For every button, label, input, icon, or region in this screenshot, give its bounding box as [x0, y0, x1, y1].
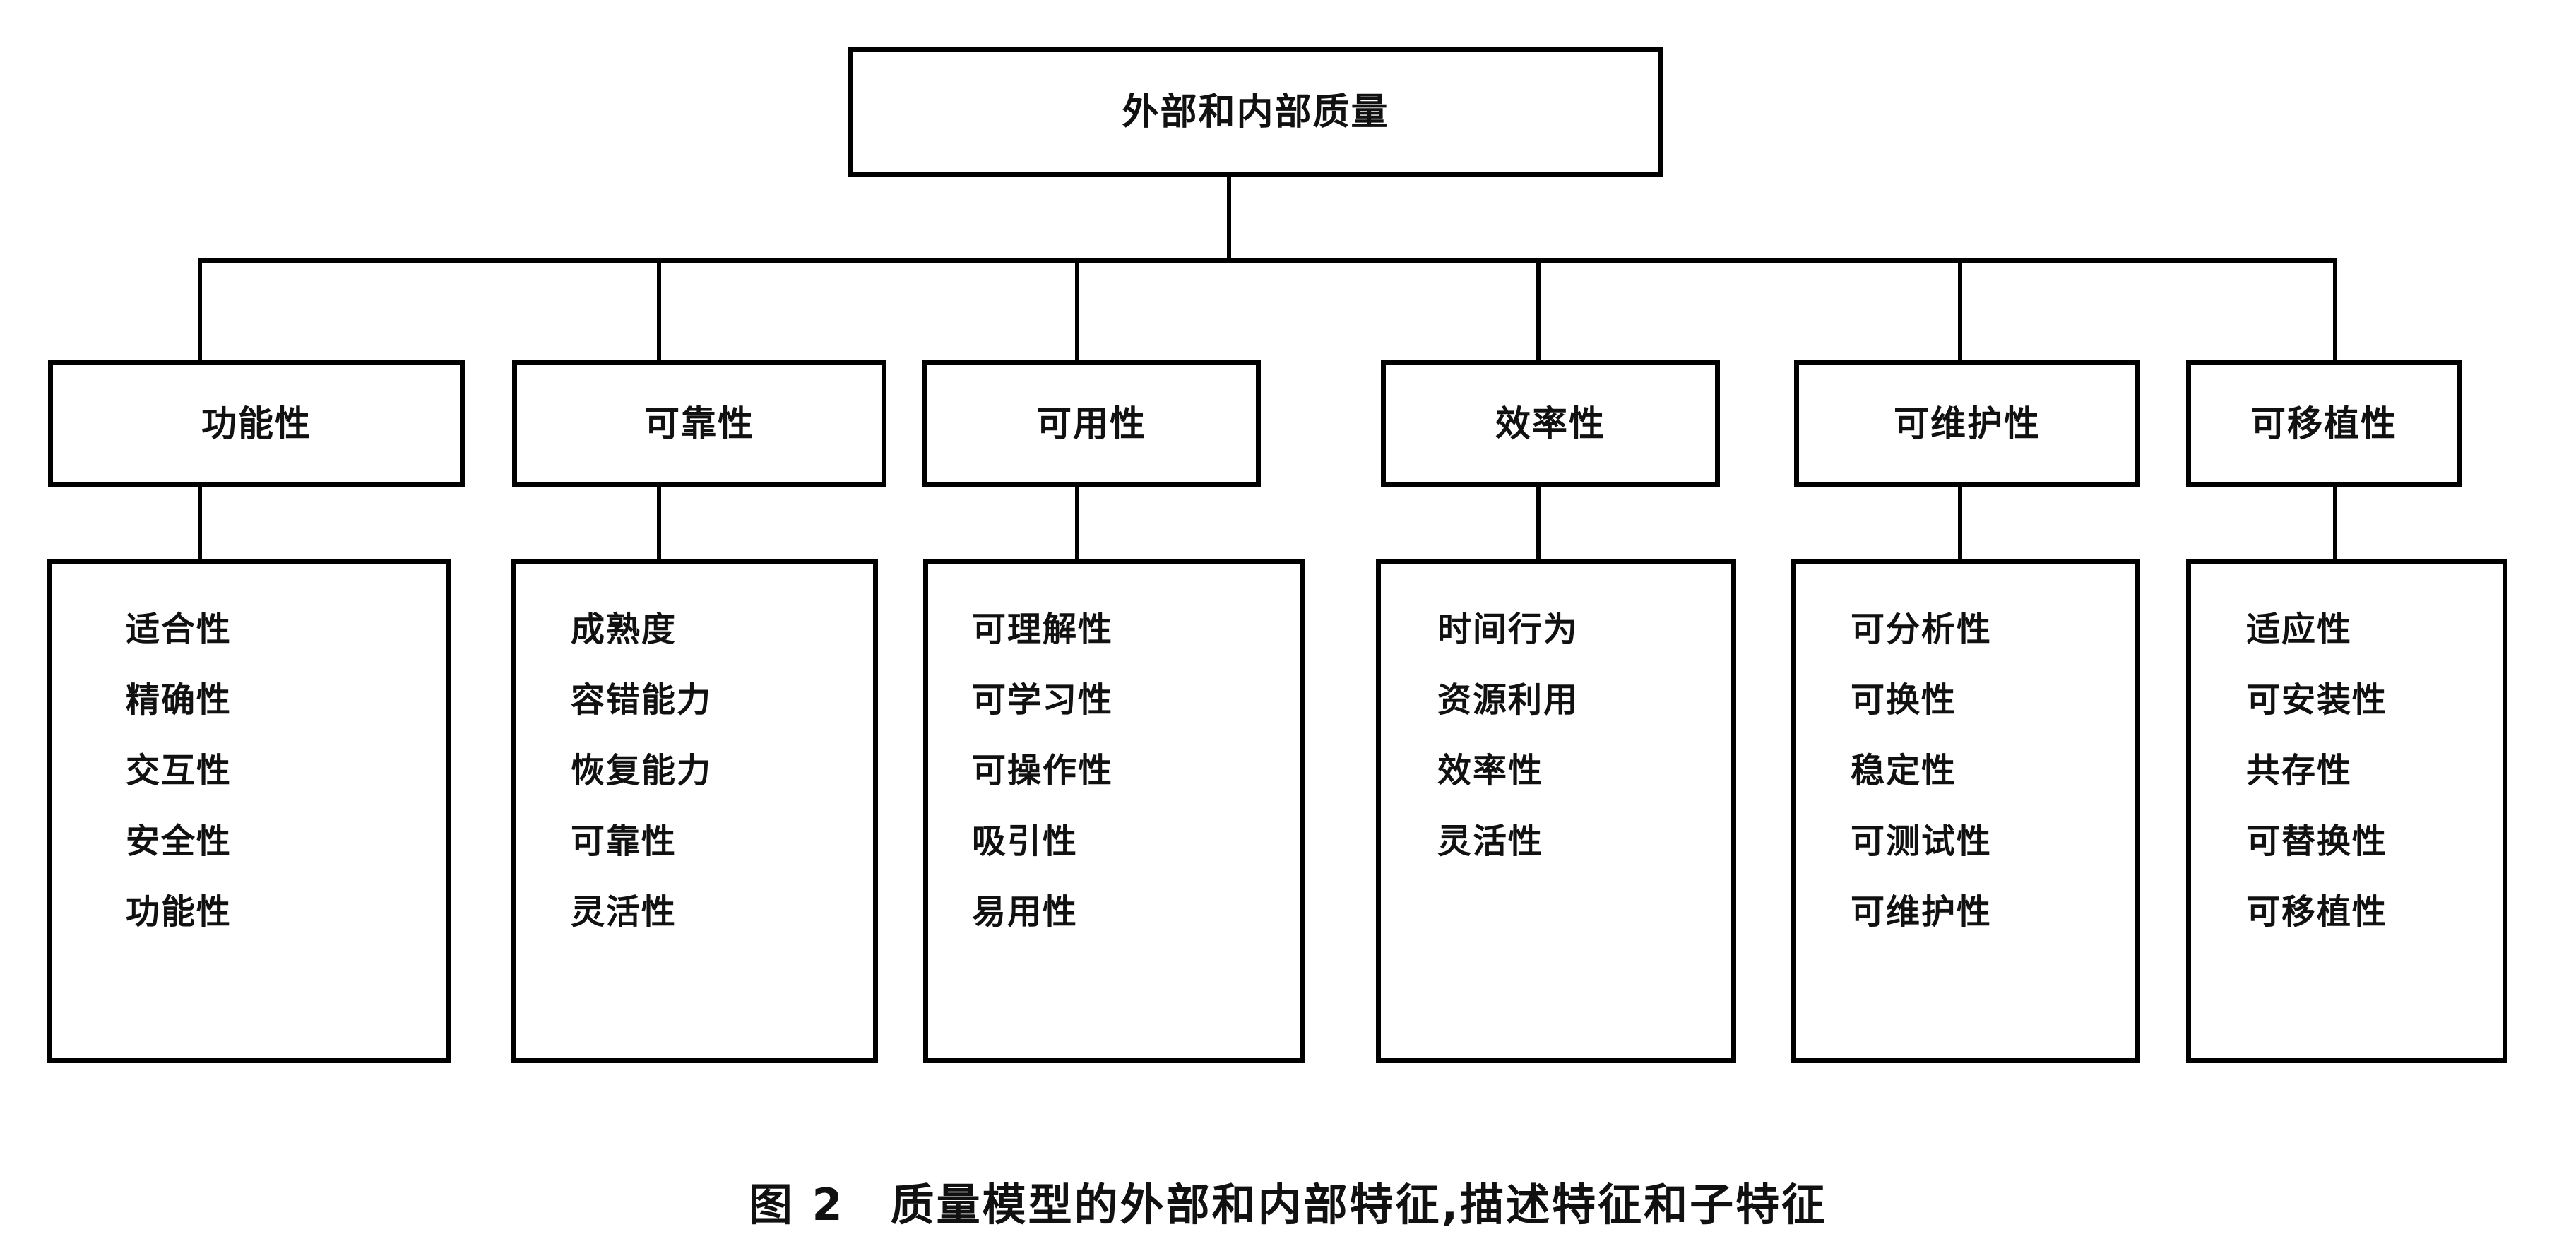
list-item: 易用性 [972, 892, 1079, 932]
subcharacteristics-list-2: 成熟度 容错能力 恢复能力 可靠性 灵活性 [516, 594, 928, 947]
connector-horizontal-bus [200, 258, 2337, 263]
subcharacteristics-list-4: 时间行为 资源利用 效率性 灵活性 [1381, 594, 1788, 877]
list-item: 可安装性 [2246, 680, 2388, 720]
subcharacteristics-box-4: 时间行为 资源利用 效率性 灵活性 [1376, 559, 1736, 1063]
connector-category-to-list-4 [1536, 487, 1541, 562]
list-item: 安全性 [126, 822, 232, 861]
list-item: 精确性 [126, 680, 232, 720]
subcharacteristics-list-1: 适合性 精确性 交互性 安全性 功能性 [52, 594, 520, 947]
list-item: 共存性 [2246, 751, 2353, 790]
list-item: 成熟度 [571, 610, 677, 649]
connector-category-to-list-2 [657, 487, 661, 562]
list-item: 效率性 [1437, 751, 1544, 790]
list-item: 可操作性 [972, 751, 1114, 790]
root-node-label: 外部和内部质量 [1122, 90, 1389, 134]
list-item: 可移植性 [2246, 892, 2388, 932]
list-item: 灵活性 [571, 892, 677, 932]
subcharacteristics-list-3: 可理解性 可学习性 可操作性 吸引性 易用性 [928, 594, 1343, 947]
list-item: 时间行为 [1437, 610, 1579, 649]
list-item: 适合性 [126, 610, 232, 649]
list-item: 交互性 [126, 751, 232, 790]
list-item: 可维护性 [1851, 892, 1993, 932]
list-item: 稳定性 [1851, 751, 1957, 790]
category-box-4: 效率性 [1381, 360, 1720, 487]
category-label-4: 效率性 [1495, 403, 1605, 444]
list-item: 可换性 [1851, 680, 1957, 720]
category-box-2: 可靠性 [512, 360, 886, 487]
connector-drop-1 [198, 258, 202, 365]
connector-category-to-list-5 [1958, 487, 1962, 562]
category-box-1: 功能性 [48, 360, 465, 487]
category-box-6: 可移植性 [2186, 360, 2462, 487]
category-label-3: 可用性 [1036, 403, 1146, 444]
subcharacteristics-box-1: 适合性 精确性 交互性 安全性 功能性 [47, 559, 451, 1063]
subcharacteristics-box-6: 适应性 可安装性 共存性 可替换性 可移植性 [2186, 559, 2507, 1063]
list-item: 可分析性 [1851, 610, 1993, 649]
category-label-5: 可维护性 [1894, 403, 2041, 444]
subcharacteristics-list-5: 可分析性 可换性 稳定性 可测试性 可维护性 [1796, 594, 2190, 947]
connector-drop-5 [1958, 258, 1962, 365]
root-node-external-and-internal-quality: 外部和内部质量 [848, 47, 1663, 177]
category-label-1: 功能性 [201, 403, 311, 444]
connector-drop-3 [1075, 258, 1079, 365]
subcharacteristics-list-6: 适应性 可安装性 共存性 可替换性 可移植性 [2191, 594, 2558, 947]
list-item: 适应性 [2246, 610, 2353, 649]
list-item: 可测试性 [1851, 822, 1993, 861]
connector-drop-4 [1536, 258, 1541, 365]
list-item: 可靠性 [571, 822, 677, 861]
connector-category-to-list-6 [2333, 487, 2337, 562]
connector-root-stem [1227, 177, 1231, 262]
list-item: 吸引性 [972, 822, 1079, 861]
list-item: 功能性 [126, 892, 232, 932]
subcharacteristics-box-3: 可理解性 可学习性 可操作性 吸引性 易用性 [923, 559, 1305, 1063]
connector-category-to-list-3 [1075, 487, 1079, 562]
connector-drop-2 [657, 258, 661, 365]
figure-caption: 图 2 质量模型的外部和内部特征,描述特征和子特征 [748, 1179, 1828, 1231]
category-box-3: 可用性 [922, 360, 1261, 487]
list-item: 容错能力 [571, 680, 713, 720]
list-item: 可理解性 [972, 610, 1114, 649]
category-label-6: 可移植性 [2250, 403, 2397, 444]
connector-category-to-list-1 [198, 487, 202, 562]
list-item: 恢复能力 [571, 751, 713, 790]
connector-drop-6 [2333, 258, 2337, 365]
list-item: 可替换性 [2246, 822, 2388, 861]
list-item: 灵活性 [1437, 822, 1544, 861]
subcharacteristics-box-5: 可分析性 可换性 稳定性 可测试性 可维护性 [1791, 559, 2140, 1063]
category-box-5: 可维护性 [1794, 360, 2140, 487]
list-item: 可学习性 [972, 680, 1114, 720]
list-item: 资源利用 [1437, 680, 1579, 720]
subcharacteristics-box-2: 成熟度 容错能力 恢复能力 可靠性 灵活性 [511, 559, 878, 1063]
category-label-2: 可靠性 [644, 403, 754, 444]
